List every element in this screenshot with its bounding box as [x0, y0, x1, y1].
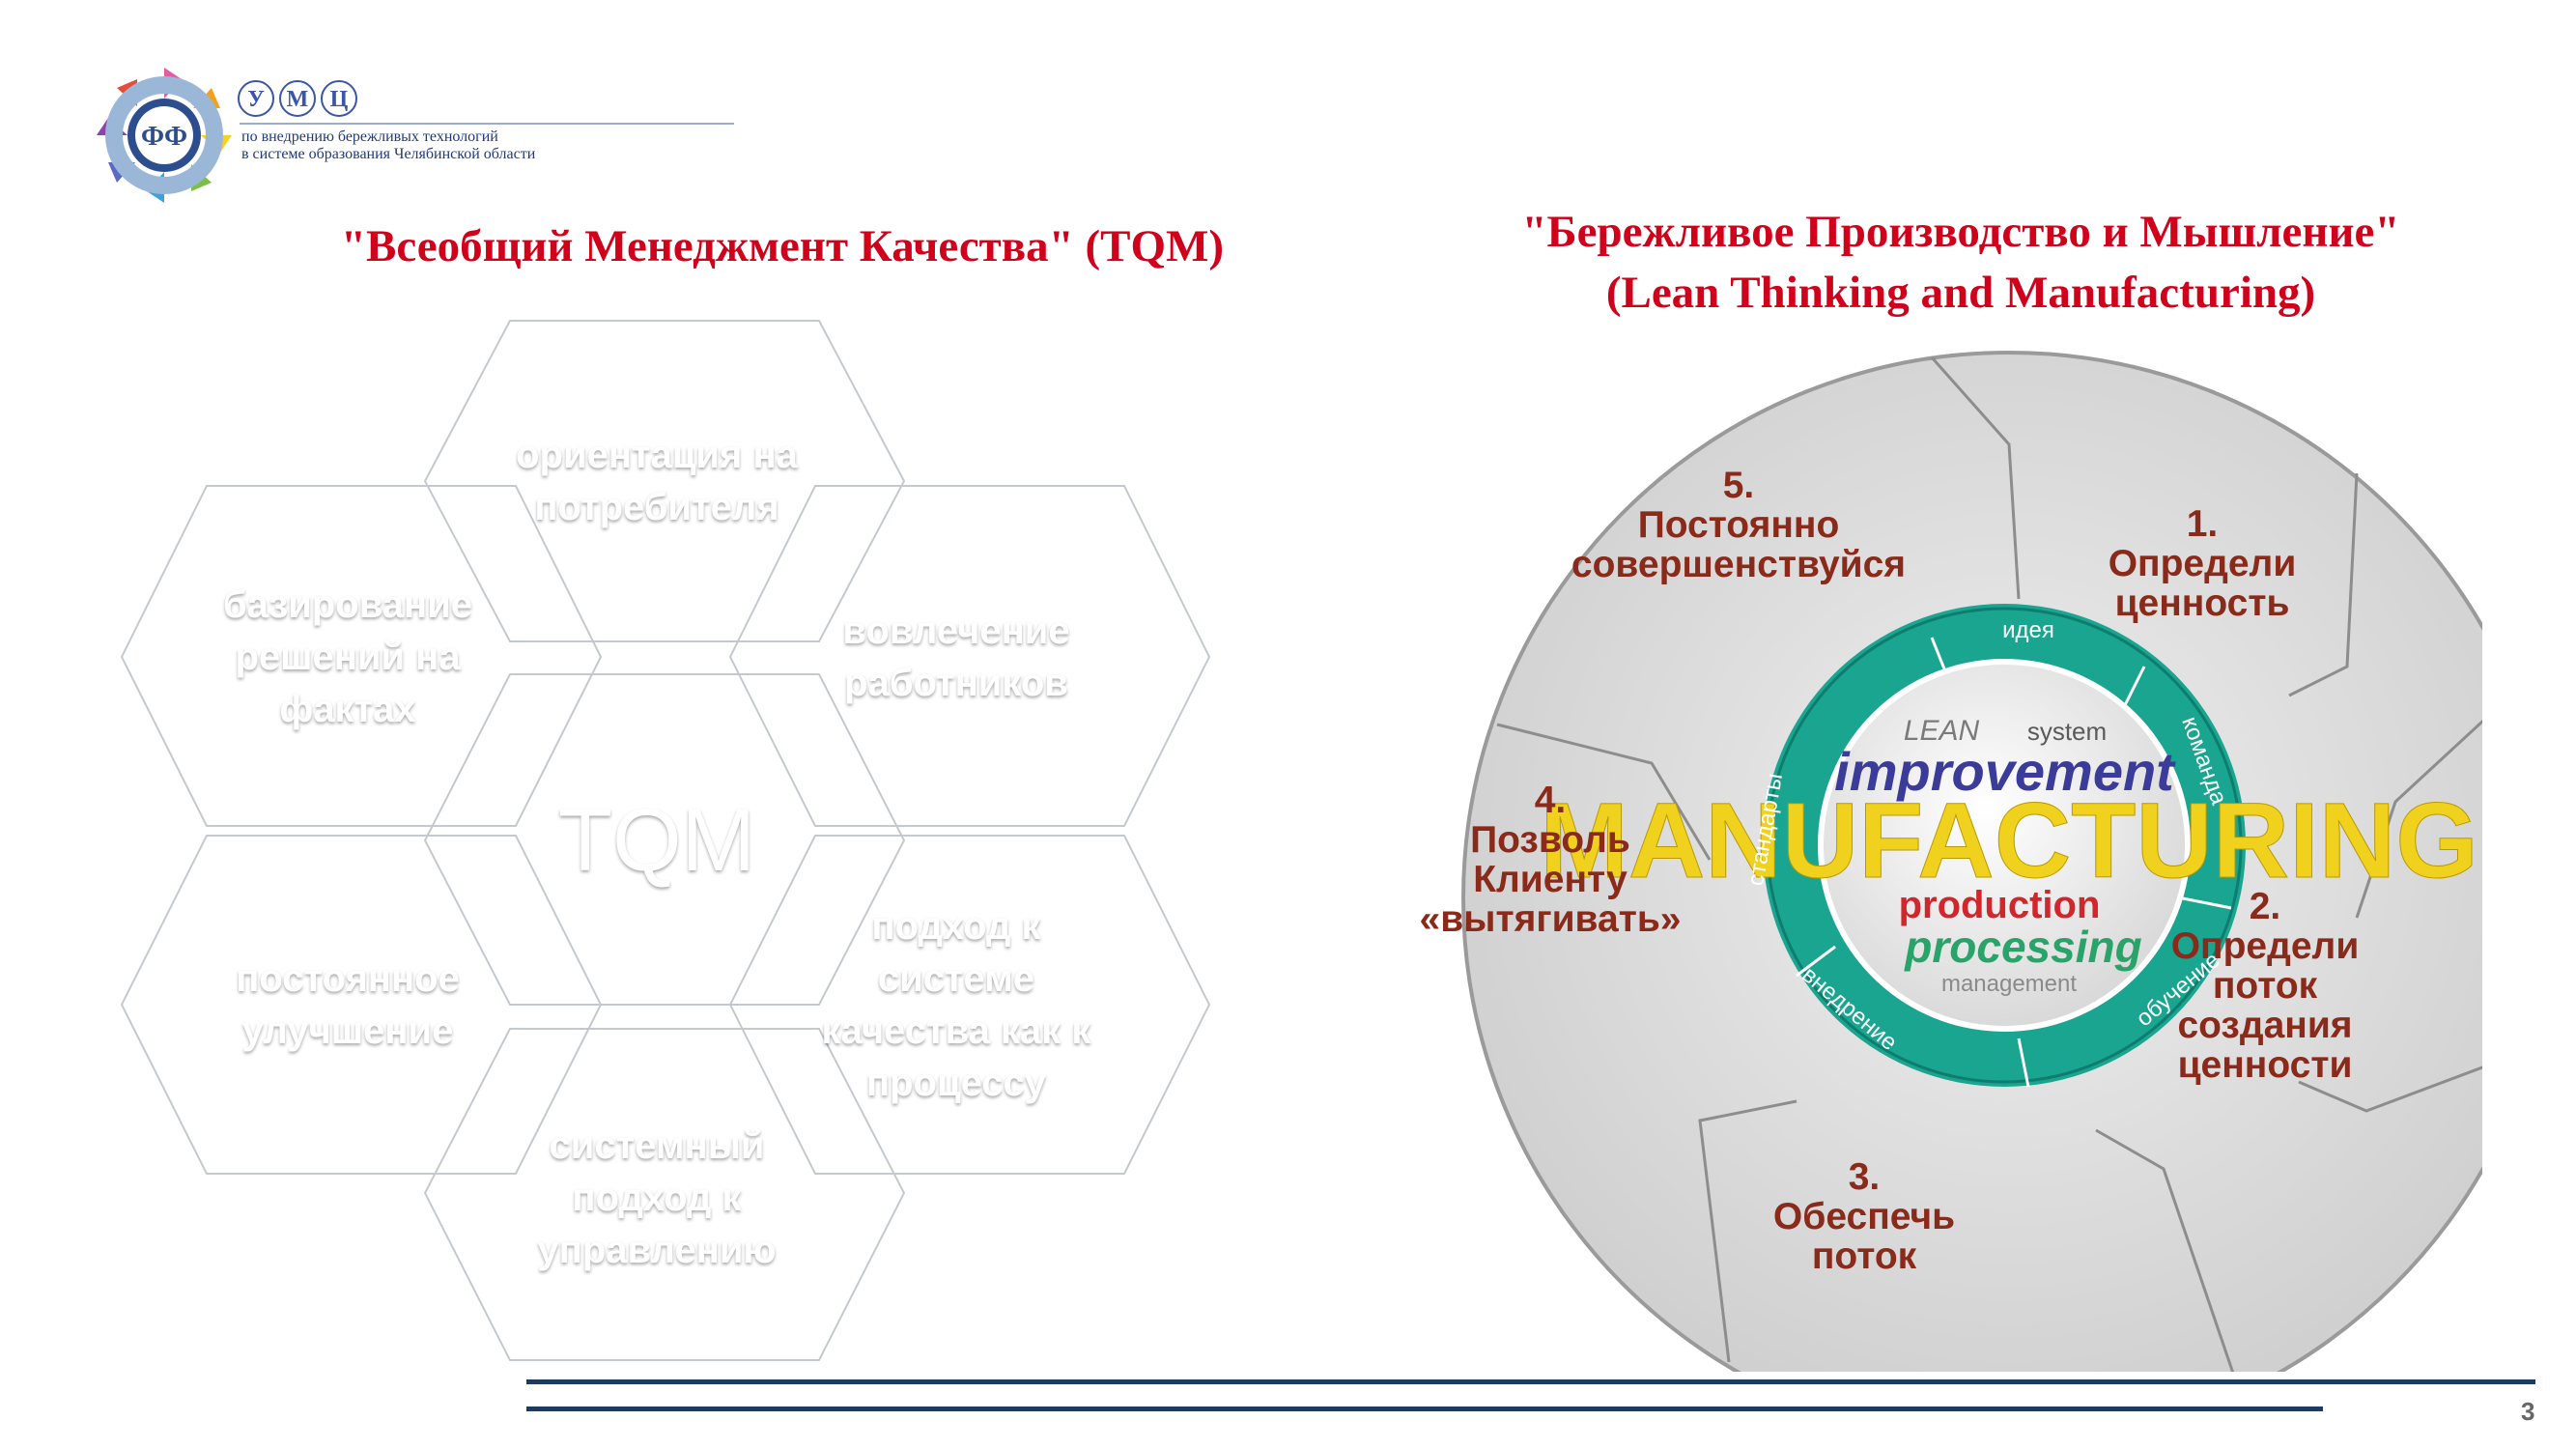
hex-label-upper-right: вовлечение работников [842, 610, 1070, 704]
lean-step-5: 5. Постоянно совершенствуйся [1571, 465, 1907, 585]
lean-title-line2: (Lean Thinking and Manufacturing) [1605, 268, 2316, 318]
logo-letter-3: Ц [330, 87, 349, 112]
lean-title-line1: "Бережливое Производство и Мышление" [1521, 207, 2400, 257]
logo-caption-1: по внедрению бережливых технологий [241, 128, 498, 145]
logo-letter-2: М [287, 87, 309, 112]
lean-step-3: 3. Обеспечь поток [1772, 1156, 1956, 1277]
footer-rule-bottom [526, 1406, 2323, 1411]
cloud-word: improvement [1834, 741, 2176, 802]
page-number: 3 [2521, 1397, 2535, 1426]
ring-word: идея [2002, 617, 2054, 643]
lean-step-4: 4. Позволь Клиенту «вытягивать» [1419, 780, 1682, 940]
hex-label-upper-left: базирование решений на фактах [222, 583, 473, 730]
logo: ФФ У М Ц по внедрению бережливых техноло… [58, 48, 753, 222]
logo-caption-2: в системе образования Челябинской област… [241, 146, 536, 162]
logo-gear-icon: ФФ У М Ц по внедрению бережливых техноло… [97, 68, 734, 203]
footer-rule-top [526, 1379, 2535, 1384]
tqm-hexagons [106, 309, 1285, 1391]
hex-label-lower-right: подход к системе качества как к процессу [821, 905, 1091, 1104]
lean-step-1: 1. Определи ценность [2108, 503, 2297, 624]
lean-word-cloud: LEAN improvement MANUFACTURING productio… [1540, 715, 2479, 997]
hex-label-lower-left: постоянное улучшение [236, 957, 460, 1052]
cloud-word: MANUFACTURING [1540, 781, 2478, 900]
lean-core-sphere [1818, 659, 2191, 1032]
hex-label-top: ориентация на потребителя [516, 434, 798, 528]
tqm-title: "Всеобщий Менеджмент Качества" (TQM) [340, 221, 1225, 271]
hex-label-center: TQM [557, 791, 756, 890]
lean-step-2: 2. Определи поток создания ценности [2170, 886, 2360, 1086]
cloud-word: processing [1903, 922, 2141, 972]
lean-segment-dividers [1496, 356, 2482, 1372]
hex-label-bottom: системный подход к управлению [537, 1124, 777, 1271]
cloud-word: system [2027, 717, 2107, 746]
svg-text:ФФ: ФФ [141, 122, 187, 152]
logo-letter-1: У [247, 87, 265, 112]
cloud-word: management [1941, 971, 2077, 997]
lean-cycle-diagram: LEAN improvement MANUFACTURING productio… [1442, 331, 2482, 1372]
cloud-word: production [1899, 884, 2101, 926]
cloud-word: LEAN [1904, 715, 1980, 747]
